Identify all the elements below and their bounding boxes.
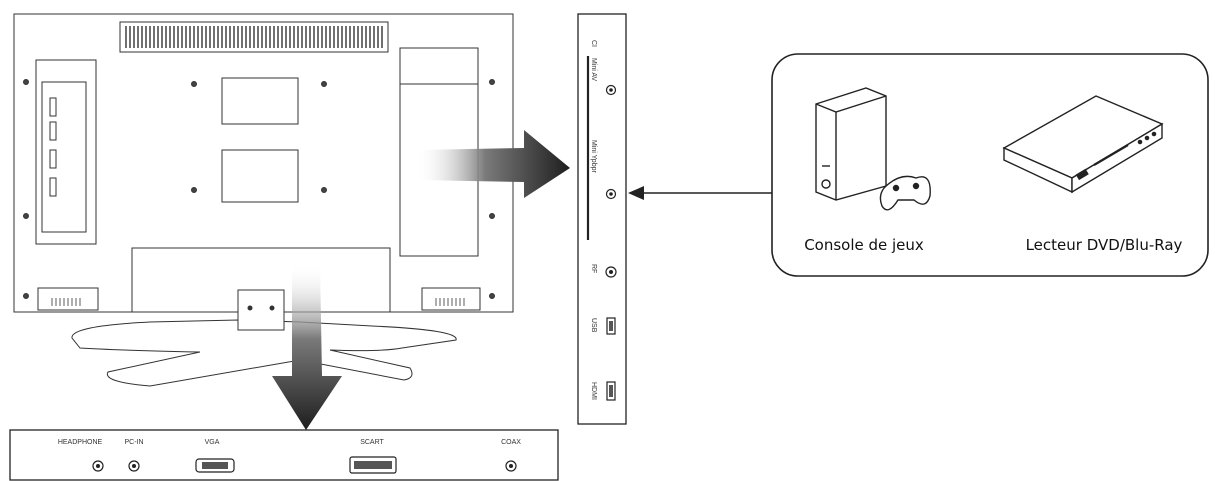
tv-stand — [71, 289, 457, 387]
side-label-mini-ypbpr: Mini Ypbpr — [590, 140, 597, 173]
usb-port-icon — [606, 317, 616, 335]
left-inner-panel — [41, 81, 87, 233]
console-label: Console de jeux — [804, 236, 924, 254]
player-label: Lecteur DVD/Blu-Ray — [1026, 236, 1183, 254]
coax-jack-icon — [505, 460, 517, 472]
side-label-ci: CI — [590, 40, 597, 47]
port-label-coax: COAX — [501, 439, 521, 446]
pc-in-jack-icon — [128, 460, 140, 472]
tv-rear-view — [13, 13, 514, 387]
arrow-from-devices — [628, 186, 772, 200]
bottom-connector-panel: HEADPHONE PC-IN VGA SCART COAX — [9, 429, 559, 481]
vga-port-icon — [195, 458, 235, 473]
arrow-to-side-panel — [416, 130, 570, 198]
devices-box: Console de jeux Lecteur DVD/Blu-Ray — [771, 53, 1209, 277]
left-side-panel — [35, 59, 97, 245]
mini-av-jack-icon — [605, 84, 617, 96]
center-plate-top — [221, 77, 299, 125]
center-plate-bottom — [221, 149, 299, 203]
arrow-to-bottom-panel — [272, 264, 342, 430]
side-connector-panel: CI Mini AV Mini Ypbpr RF USB HDMI — [577, 13, 627, 425]
bottom-right-vent — [421, 287, 481, 311]
dvd-player-icon — [1002, 95, 1164, 194]
port-label-vga: VGA — [205, 439, 220, 446]
mini-ypbpr-jack-icon — [605, 188, 617, 200]
game-console-icon — [815, 87, 931, 211]
side-label-rf: RF — [590, 264, 597, 273]
port-label-scart: SCART — [360, 439, 384, 446]
mounting-screws — [23, 79, 495, 299]
port-label-pc-in: PC-IN — [124, 439, 143, 446]
port-label-headphone: HEADPHONE — [58, 439, 103, 446]
vent-slots — [125, 26, 383, 48]
side-label-mini-av: Mini AV — [590, 58, 597, 82]
left-panel-slots — [49, 97, 57, 197]
rf-jack-icon — [605, 266, 617, 278]
bottom-left-vent — [37, 287, 99, 311]
side-label-usb: USB — [590, 318, 597, 333]
headphone-jack-icon — [92, 460, 104, 472]
hdmi-port-icon — [606, 381, 616, 401]
scart-port-icon — [349, 456, 397, 474]
side-label-hdmi: HDMI — [590, 382, 597, 400]
